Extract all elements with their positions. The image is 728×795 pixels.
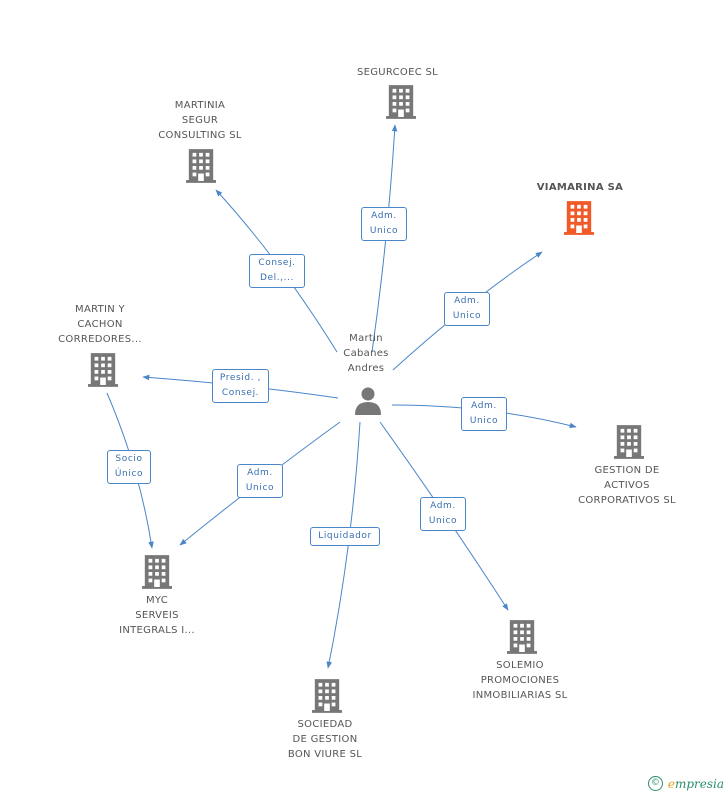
building-icon-myc[interactable]	[142, 555, 172, 589]
relation-label-martinia[interactable]: Consej. Del.,...	[249, 254, 305, 288]
center-person-name[interactable]: Martin Cabanes Andres	[343, 333, 389, 374]
relation-label-martin-cachon[interactable]: Presid. , Consej.	[212, 369, 269, 403]
building-icon-gestion[interactable]	[614, 425, 644, 459]
relation-label-gestion[interactable]: Adm. Unico	[461, 397, 507, 431]
company-label-viamarina[interactable]: VIAMARINA SA	[536, 182, 624, 193]
building-icon-segurcoec[interactable]	[386, 85, 416, 119]
building-icon-martinia[interactable]	[186, 149, 216, 183]
relation-label-sociedad[interactable]: Liquidador	[310, 527, 380, 546]
company-label-myc[interactable]: MYC SERVEIS INTEGRALS I...	[119, 595, 195, 636]
relation-label-solemio[interactable]: Adm. Unico	[420, 497, 466, 531]
copyright-icon: ©	[647, 776, 663, 791]
company-label-martinia[interactable]: MARTINIA SEGUR CONSULTING SL	[158, 100, 242, 141]
relation-label-viamarina[interactable]: Adm. Unico	[444, 292, 490, 326]
edge-sociedad	[326, 421, 361, 669]
person-icon[interactable]	[353, 386, 383, 416]
company-label-martin-cachon[interactable]: MARTIN Y CACHON CORREDORES...	[58, 304, 142, 345]
building-icon-sociedad[interactable]	[312, 679, 342, 713]
relation-label-segurcoec[interactable]: Adm. Unico	[361, 207, 407, 241]
footer-brand[interactable]: © empresia	[647, 776, 724, 791]
company-label-segurcoec[interactable]: SEGURCOEC SL	[356, 67, 439, 78]
building-icon-martin-cachon[interactable]	[88, 353, 118, 387]
relation-label-myc-cachon[interactable]: Socio Único	[107, 450, 151, 484]
relation-label-myc-center[interactable]: Adm. Unico	[237, 464, 283, 498]
company-label-gestion[interactable]: GESTION DE ACTIVOS CORPORATIVOS SL	[578, 465, 676, 506]
company-label-sociedad[interactable]: SOCIEDAD DE GESTION BON VIURE SL	[287, 719, 363, 760]
building-icon-viamarina[interactable]	[564, 201, 594, 235]
company-label-solemio[interactable]: SOLEMIO PROMOCIONES INMOBILIARIAS SL	[472, 660, 568, 701]
brand-logo: empresia	[667, 776, 724, 791]
building-icon-solemio[interactable]	[507, 620, 537, 654]
